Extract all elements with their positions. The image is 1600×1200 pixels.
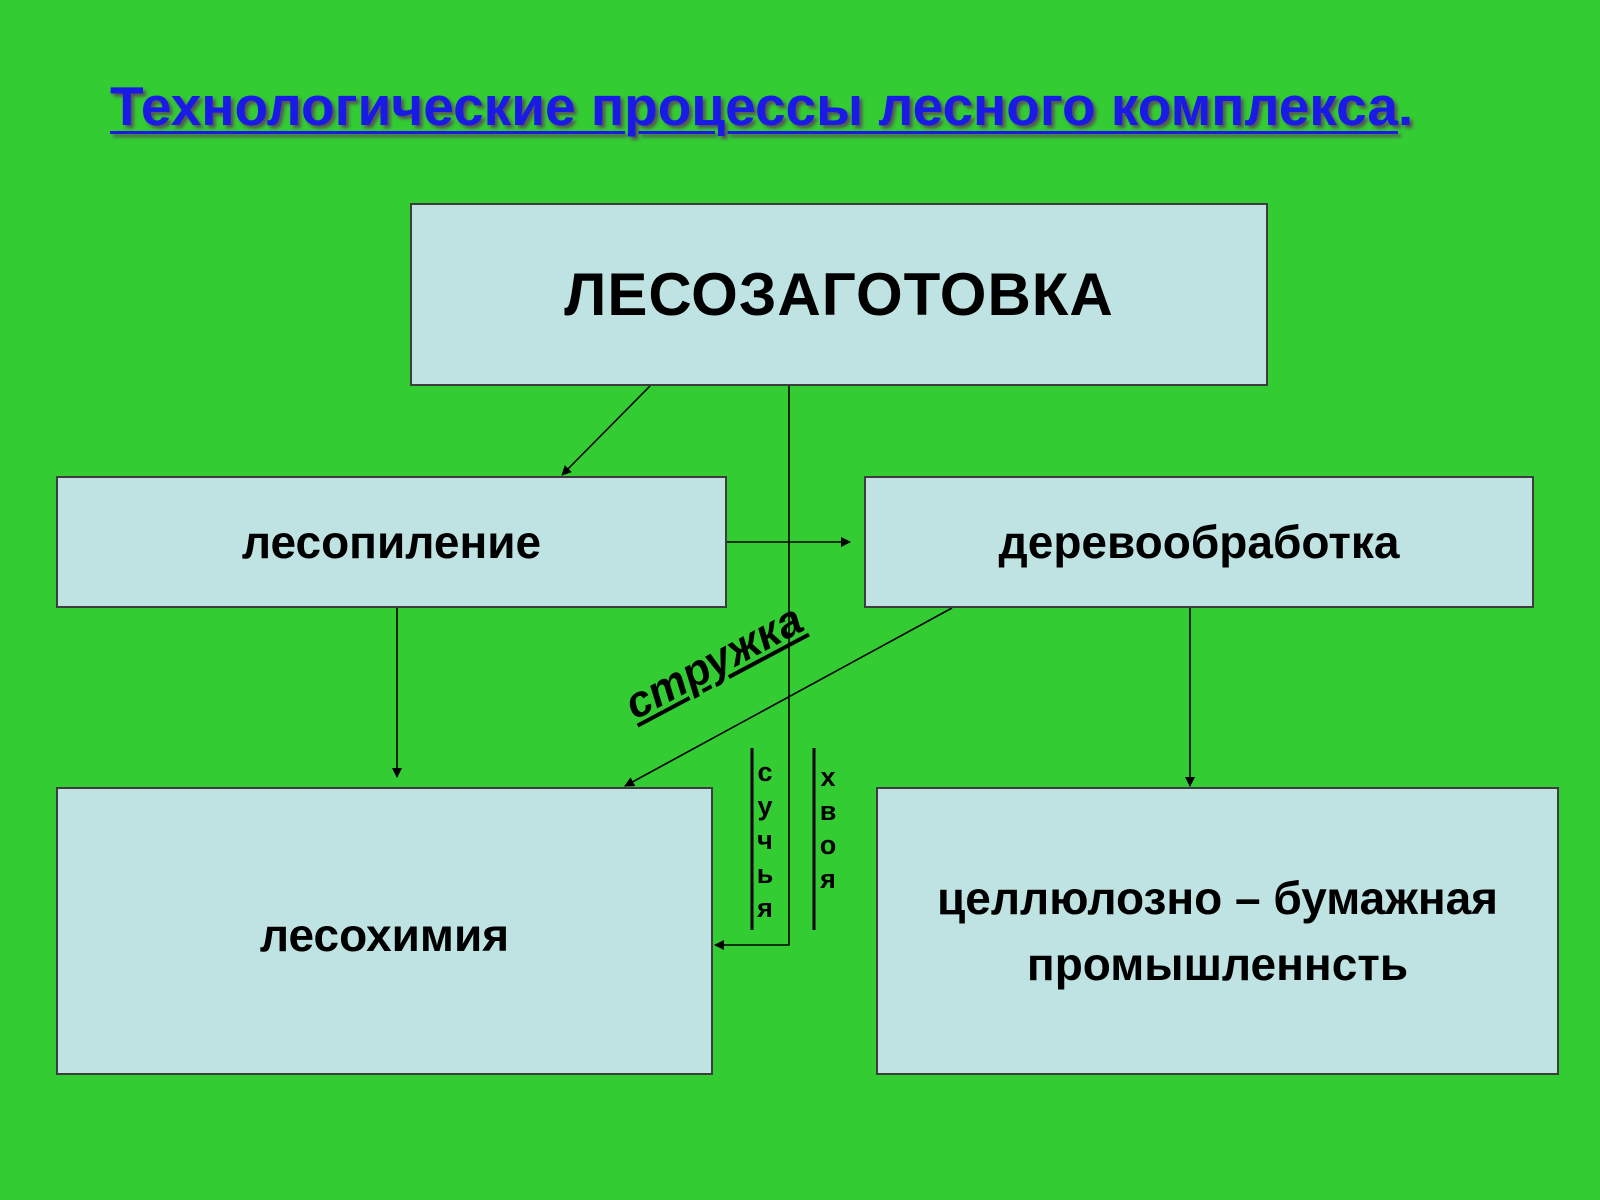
node-lesokhimiya: лесохимия <box>56 787 713 1075</box>
node-lesozagotovka: ЛЕСОЗАГОТОВКА <box>410 203 1268 386</box>
slide-title: Технологические процессы лесного комплек… <box>110 74 1510 138</box>
node-tsbp-label-line1: целлюлозно – бумажная <box>936 872 1499 924</box>
slide-title-dot: . <box>1397 75 1414 137</box>
node-lesokhimiya-label: лесохимия <box>259 909 510 961</box>
node-tsbp-label-line2: промышленнсть <box>1026 938 1409 990</box>
node-derevoobrabotka-label: деревообработка <box>998 516 1400 568</box>
slide-title-text: Технологические процессы лесного комплек… <box>110 75 1398 137</box>
node-lesopilenie: лесопиление <box>56 476 727 608</box>
node-lesopilenie-label: лесопиление <box>241 516 542 568</box>
node-derevoobrabotka: деревообработка <box>864 476 1534 608</box>
edge-label-struzhka: стружка <box>616 594 811 730</box>
node-tsbp: целлюлозно – бумажная промышленнсть <box>876 787 1559 1075</box>
edge-label-khvoya: хвоя <box>819 762 837 894</box>
node-lesozagotovka-label: ЛЕСОЗАГОТОВКА <box>564 261 1114 328</box>
edge-label-suchya: сучья <box>756 757 774 923</box>
arrow-top-to-lesopilenie <box>561 385 651 476</box>
